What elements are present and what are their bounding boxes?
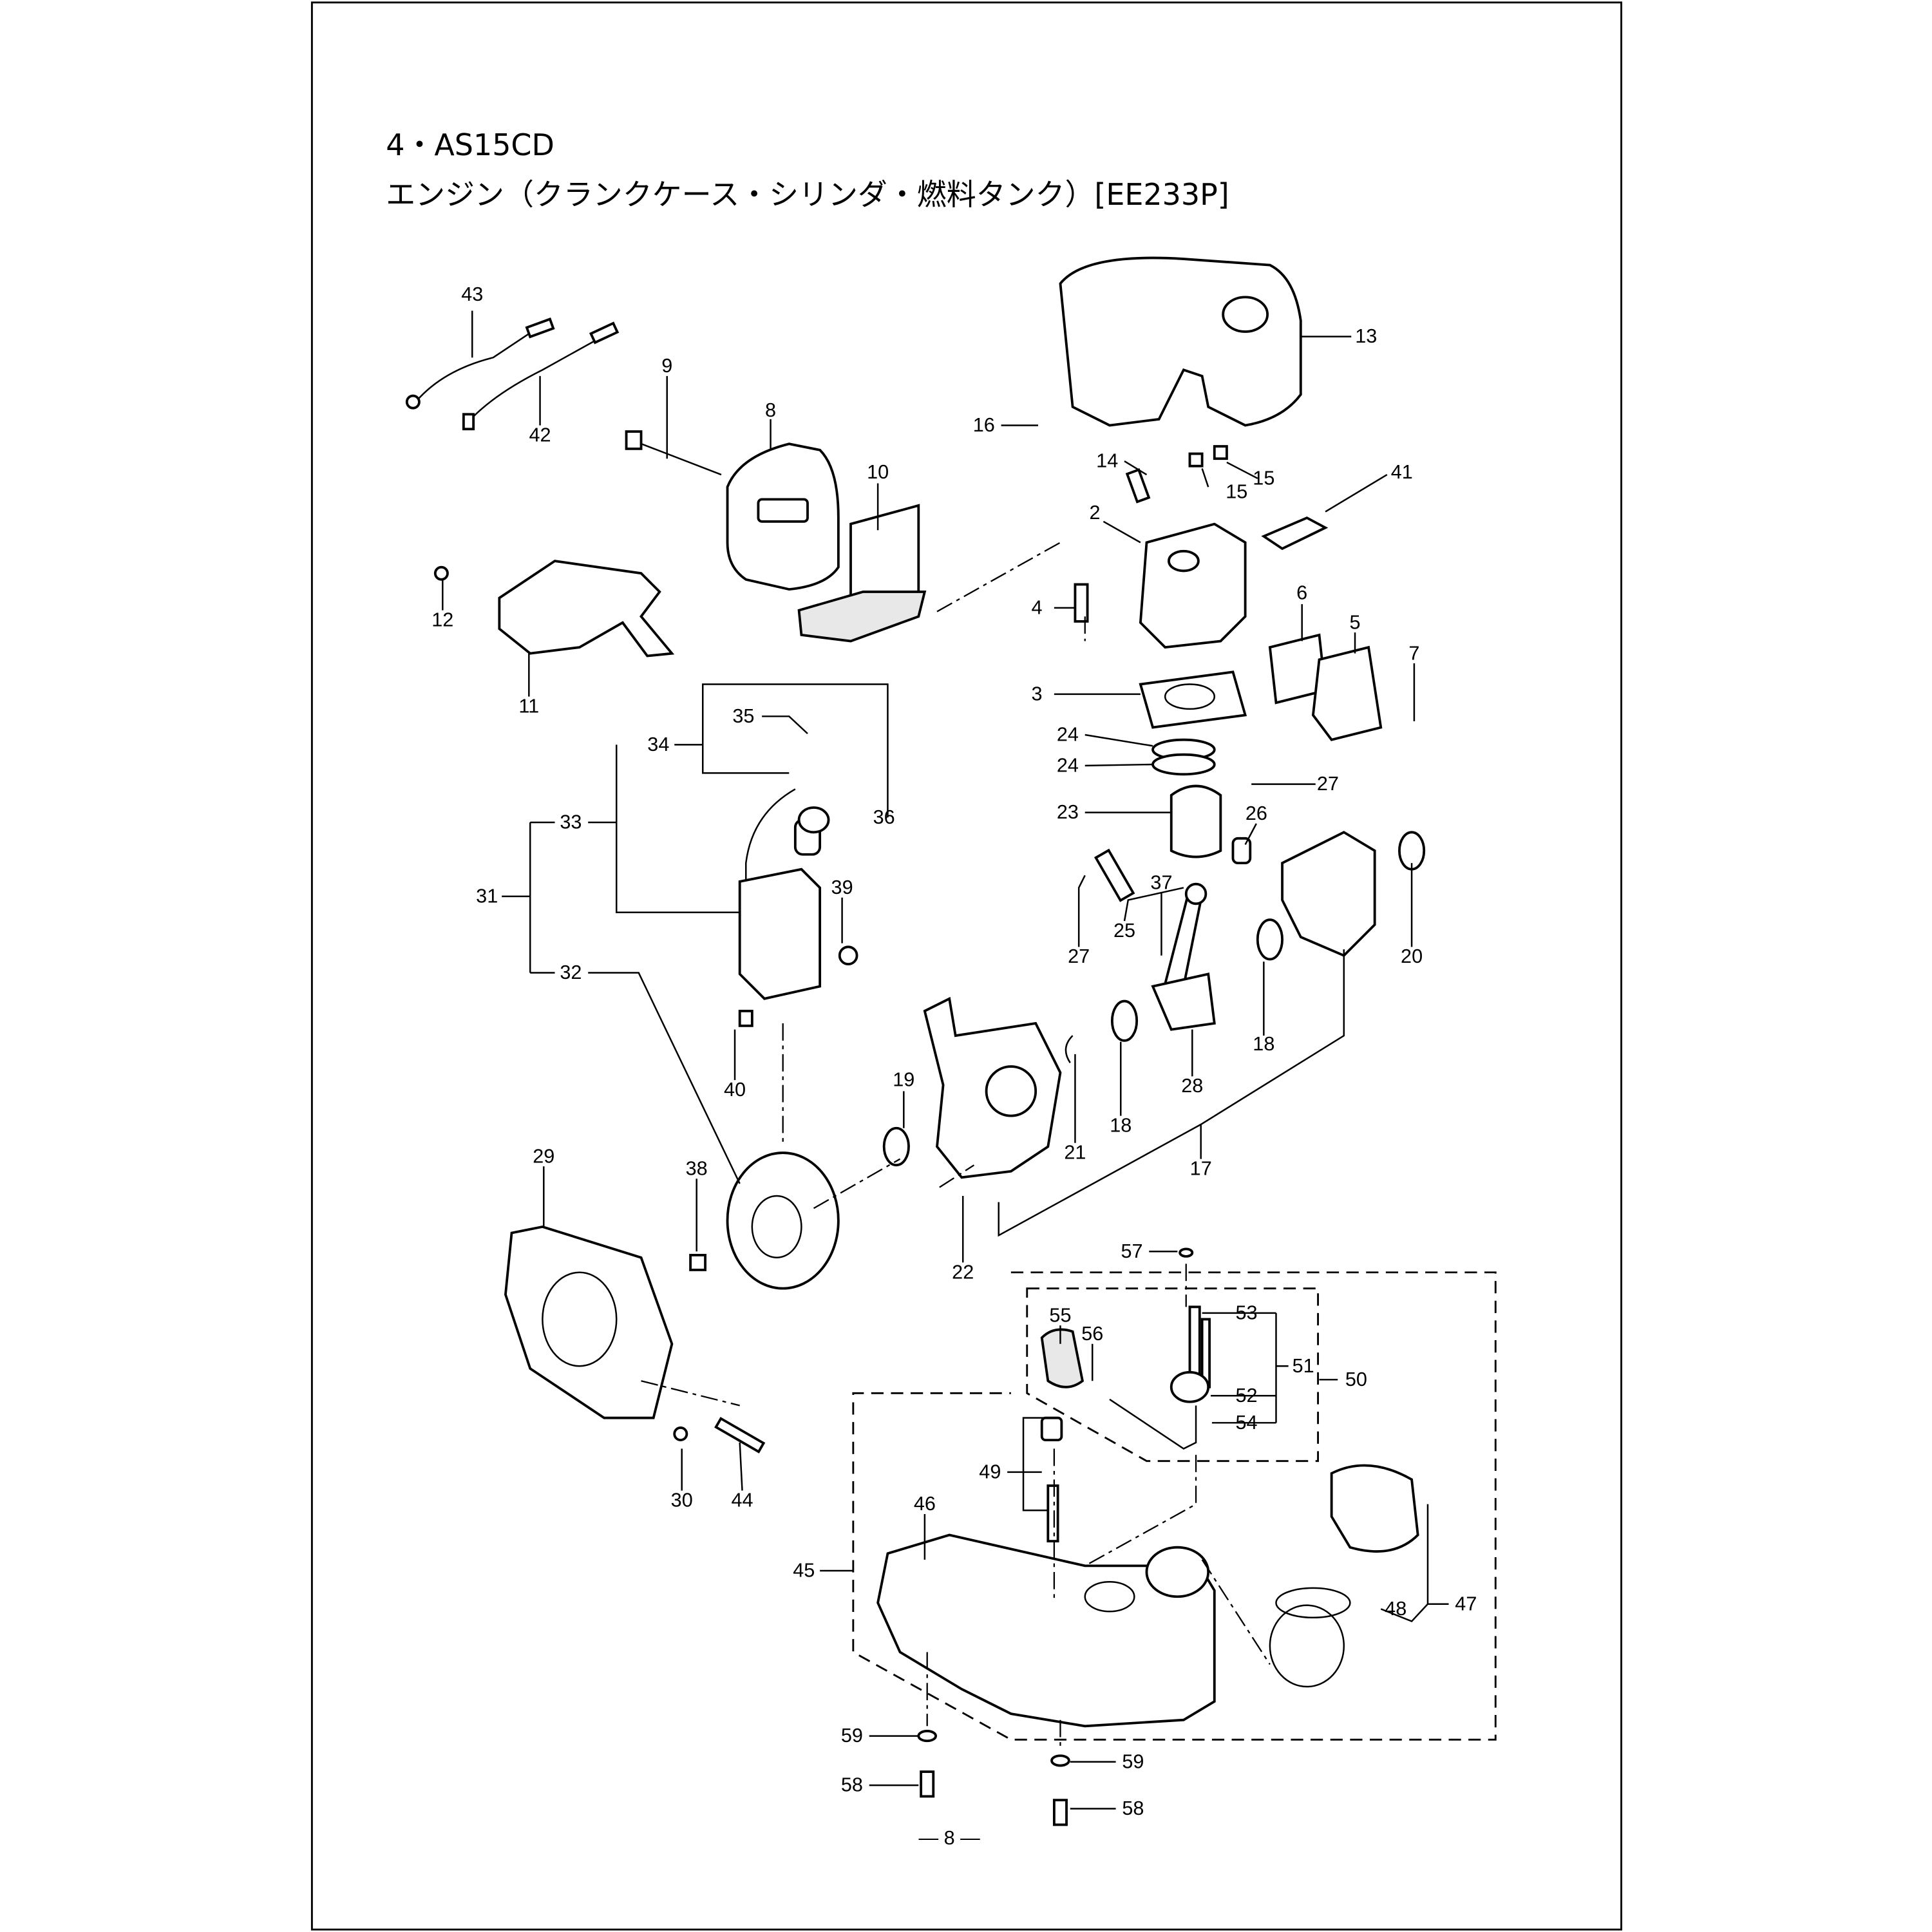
part-callout: 36 — [873, 806, 895, 828]
leader-lines — [442, 310, 1449, 1810]
part-callout: 39 — [831, 876, 853, 898]
gasket-plate — [797, 504, 927, 643]
part-callout: 10 — [867, 461, 889, 483]
fan-housing — [504, 1225, 766, 1454]
part-callout: 19 — [893, 1069, 914, 1091]
part-callout: 59 — [841, 1725, 863, 1747]
part-callout: 12 — [431, 609, 453, 631]
part-callout: 59 — [1122, 1750, 1144, 1772]
part-callout: 29 — [533, 1145, 554, 1167]
part-callout: 56 — [1081, 1323, 1103, 1345]
part-callout: 27 — [1068, 945, 1090, 967]
part-callout: 18 — [1110, 1114, 1132, 1136]
part-callout: 24 — [1057, 754, 1079, 776]
part-callout: 6 — [1296, 582, 1307, 603]
section-heading: 4・AS15CD — [386, 128, 554, 162]
part-callout: 25 — [1113, 920, 1135, 942]
part-callout: 21 — [1064, 1142, 1086, 1164]
part-callout: 40 — [724, 1079, 746, 1101]
part-callout: 27 — [1317, 773, 1339, 795]
page-number: — 8 — — [918, 1827, 980, 1849]
fuel-pipe-group-box — [1026, 1287, 1320, 1463]
part-callout: 52 — [1236, 1385, 1258, 1406]
part-callout: 48 — [1385, 1598, 1406, 1620]
part-callout: 30 — [671, 1490, 693, 1511]
part-callout: 22 — [952, 1261, 974, 1283]
part-callout: 54 — [1236, 1412, 1258, 1434]
ignition-wires — [405, 317, 620, 431]
part-callout: 44 — [731, 1490, 753, 1511]
part-callout: 24 — [1057, 724, 1079, 746]
part-callout: 8 — [765, 399, 776, 421]
part-callout: 23 — [1057, 801, 1079, 823]
part-callout: 20 — [1401, 945, 1423, 967]
crankcase — [923, 831, 1376, 1179]
part-callout: 7 — [1408, 642, 1419, 664]
muffler — [625, 430, 840, 591]
part-callout: 14 — [1096, 450, 1118, 472]
cylinder-cover — [1059, 256, 1302, 427]
part-callout: 16 — [973, 414, 995, 436]
part-callout: 3 — [1032, 683, 1043, 705]
assembly-lines — [641, 542, 1271, 1751]
part-callout: 2 — [1090, 502, 1101, 524]
part-callout: 46 — [914, 1493, 936, 1515]
flywheel — [689, 1151, 840, 1290]
fuel-tank — [876, 1416, 1419, 1826]
part-callout: 31 — [476, 885, 498, 907]
part-callout: 26 — [1245, 802, 1267, 824]
ignition-coil — [738, 788, 858, 1027]
part-callout: 51 — [1293, 1355, 1314, 1377]
part-callout: 38 — [686, 1158, 708, 1180]
part-callout: 15 — [1226, 480, 1247, 502]
part-callout: 11 — [518, 696, 539, 717]
part-callout: 57 — [1121, 1240, 1142, 1262]
part-callout: 9 — [661, 355, 672, 377]
cylinder — [1074, 445, 1329, 649]
part-callout: 32 — [560, 961, 582, 983]
part-callout: 58 — [1122, 1797, 1144, 1819]
part-callout: 28 — [1181, 1075, 1203, 1097]
part-callout: 33 — [560, 811, 582, 833]
insulator-and-carb — [1139, 633, 1383, 741]
part-callout: 49 — [979, 1461, 1001, 1482]
bearings — [882, 831, 1426, 1167]
part-callout: 50 — [1345, 1368, 1367, 1390]
part-callout: 18 — [1253, 1033, 1274, 1055]
part-callout: 45 — [793, 1560, 815, 1582]
part-callout: 42 — [529, 424, 551, 446]
part-callout: 43 — [461, 283, 483, 305]
tank-bracket — [433, 560, 675, 658]
piston-assembly — [1094, 738, 1252, 1031]
part-callout: 5 — [1349, 611, 1360, 633]
part-callout: 53 — [1236, 1302, 1258, 1324]
part-callout: 35 — [732, 705, 754, 727]
part-callout: 4 — [1032, 596, 1043, 618]
fuel-filter-pipe — [1040, 1247, 1211, 1450]
part-callout: 34 — [647, 734, 669, 755]
fuel-tank-group-box — [852, 1271, 1497, 1741]
part-callout: 47 — [1455, 1593, 1477, 1615]
part-callout: 15 — [1253, 467, 1274, 489]
part-callout: 17 — [1190, 1158, 1212, 1180]
part-callout: 13 — [1355, 325, 1377, 347]
part-callout: 41 — [1391, 461, 1413, 483]
part-callout: 58 — [841, 1774, 863, 1796]
part-callout: 37 — [1150, 871, 1172, 893]
page-title: エンジン（クランクケース・シリンダ・燃料タンク）[EE233P] — [386, 177, 1229, 212]
part-callout: 55 — [1049, 1304, 1071, 1326]
